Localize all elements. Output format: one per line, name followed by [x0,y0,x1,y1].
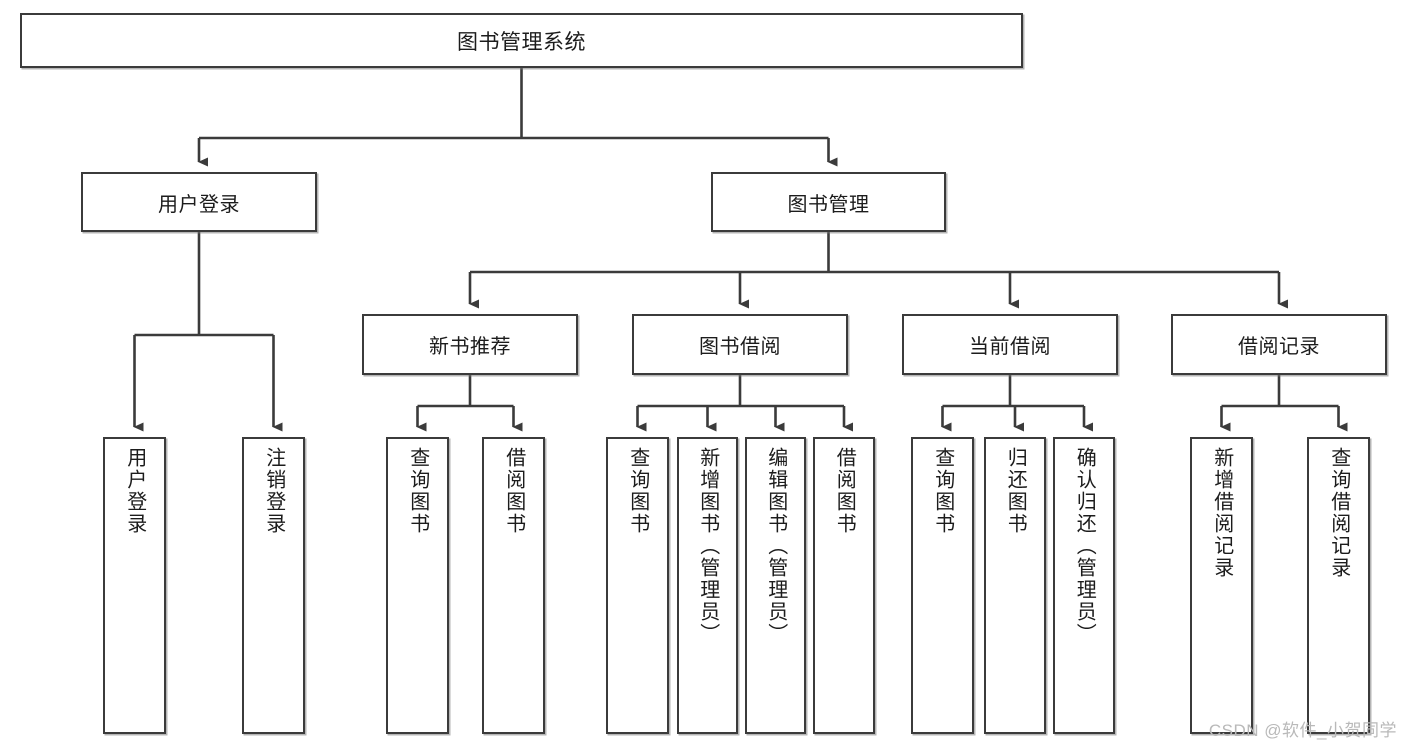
leaf-user-logout[interactable]: 注销登录 [242,437,305,734]
node-label: 确认归还（管理员） [1073,447,1096,645]
leaf-user-login[interactable]: 用户登录 [103,437,166,734]
node-label: 借阅图书 [502,447,525,535]
leaf-add-book-admin[interactable]: 新增图书（管理员） [677,437,738,734]
node-root-book-management-system[interactable]: 图书管理系统 [20,13,1023,68]
leaf-add-borrow-record[interactable]: 新增借阅记录 [1190,437,1253,734]
node-label: 新增图书（管理员） [696,447,719,645]
leaf-query-borrow-record[interactable]: 查询借阅记录 [1307,437,1370,734]
leaf-query-book-borrow[interactable]: 查询图书 [606,437,669,734]
leaf-edit-book-admin[interactable]: 编辑图书（管理员） [745,437,806,734]
node-label: 查询借阅记录 [1327,447,1350,579]
node-label: 归还图书 [1004,447,1027,535]
node-label: 借阅记录 [1238,336,1320,358]
node-label: 借阅图书 [833,447,856,535]
csdn-watermark: CSDN @软件_小贺同学 [1208,721,1397,740]
leaf-confirm-return-admin[interactable]: 确认归还（管理员） [1053,437,1115,734]
node-label: 图书借阅 [699,336,781,358]
node-label: 查询图书 [406,447,429,535]
node-label: 新书推荐 [429,336,511,358]
node-borrow-record[interactable]: 借阅记录 [1171,314,1387,375]
node-label: 注销登录 [262,447,285,535]
node-book-borrow[interactable]: 图书借阅 [632,314,848,375]
node-current-borrow[interactable]: 当前借阅 [902,314,1118,375]
node-new-book-recommend[interactable]: 新书推荐 [362,314,578,375]
leaf-borrow-book[interactable]: 借阅图书 [813,437,875,734]
leaf-query-book-current[interactable]: 查询图书 [911,437,974,734]
leaf-borrow-book-recommend[interactable]: 借阅图书 [482,437,545,734]
node-label: 编辑图书（管理员） [764,447,787,645]
node-label: 图书管理系统 [457,30,586,54]
node-label: 图书管理 [787,193,870,216]
node-label: 用户登录 [158,193,240,216]
node-user-login[interactable]: 用户登录 [81,172,317,232]
node-book-management[interactable]: 图书管理 [711,172,946,232]
node-label: 用户登录 [123,447,146,535]
leaf-query-book-recommend[interactable]: 查询图书 [386,437,449,734]
node-label: 新增借阅记录 [1210,447,1233,579]
node-label: 当前借阅 [969,336,1051,358]
node-label: 查询图书 [626,447,649,535]
leaf-return-book[interactable]: 归还图书 [984,437,1046,734]
node-label: 查询图书 [931,447,954,535]
